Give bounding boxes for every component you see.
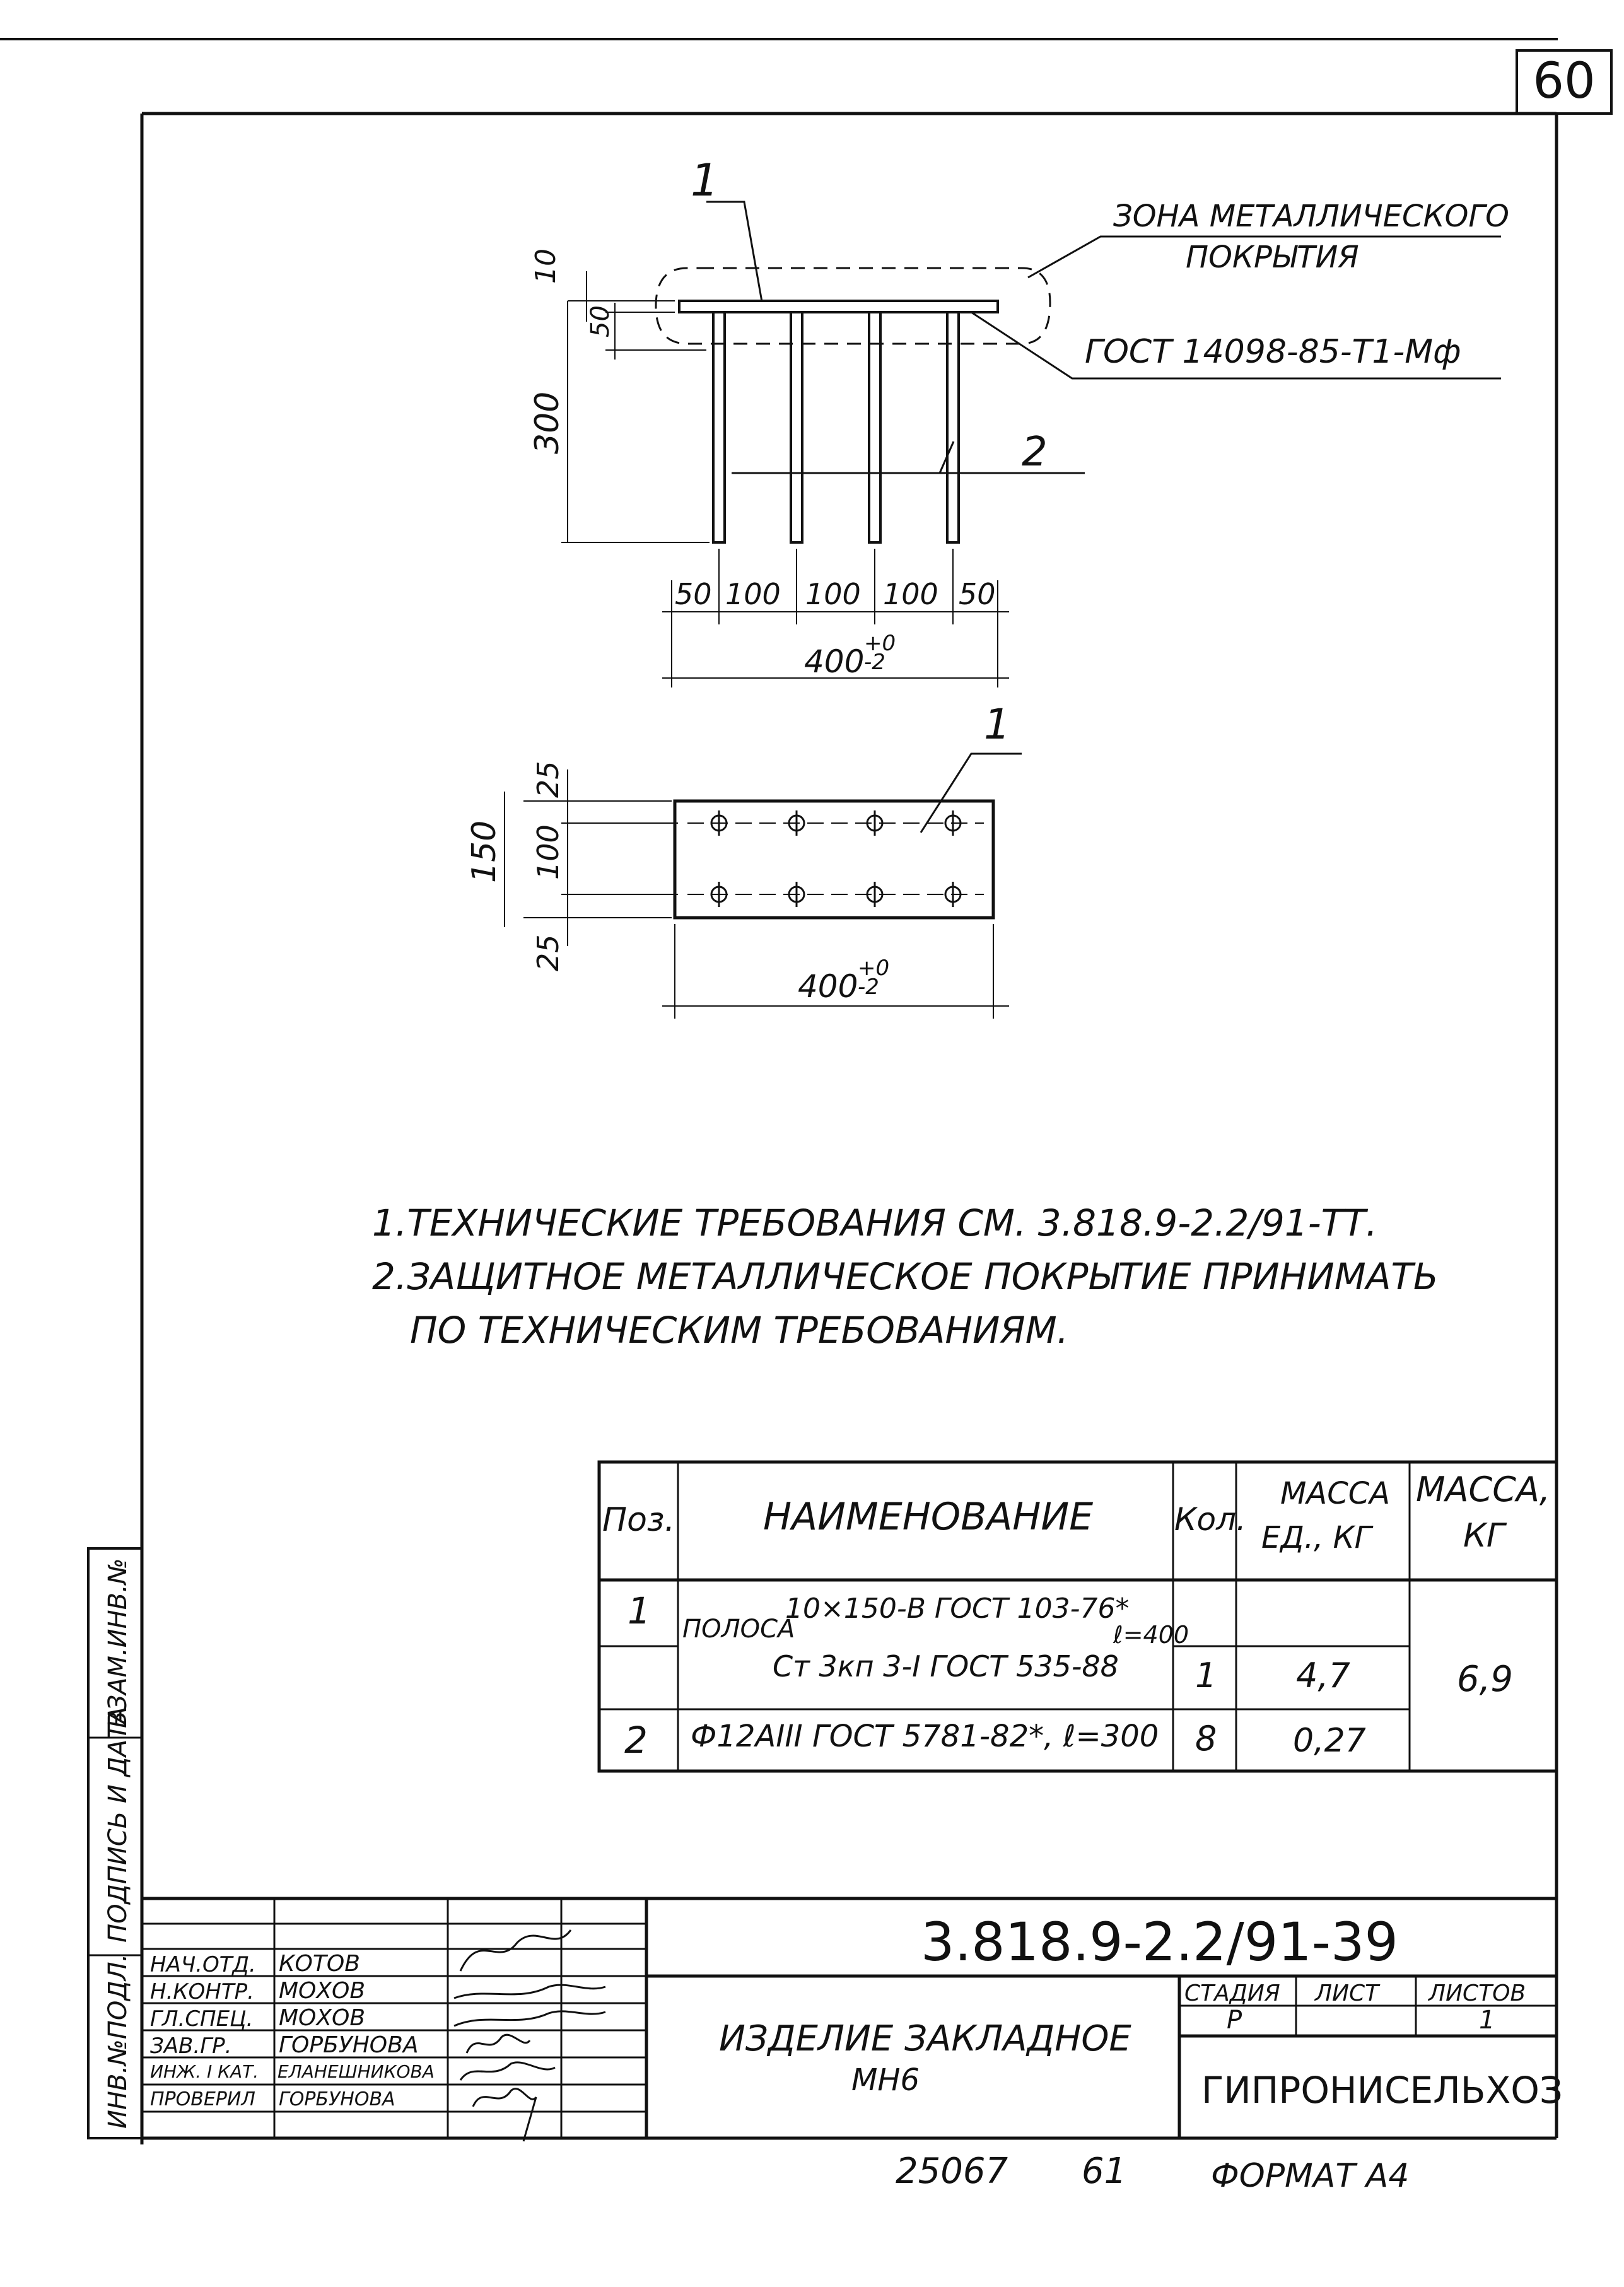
note-2: 2.ЗАЩИТНОЕ МЕТАЛЛИЧЕСКОЕ ПОКРЫТИЕ ПРИНИМ… — [372, 1255, 1439, 1298]
table-header-mass-2: КГ — [1463, 1517, 1505, 1555]
note-3: ПО ТЕХНИЧЕСКИМ ТРЕБОВАНИЯМ. — [410, 1309, 1069, 1352]
table-header-qty: Кол. — [1174, 1501, 1246, 1538]
coating-zone-label-line2: ПОКРЫТИЯ — [1186, 240, 1359, 275]
sheet-label: ЛИСТ — [1315, 1980, 1379, 2006]
organization-name: ГИПРОНИСЕЛЬХОЗ — [1201, 2069, 1563, 2112]
side-stamp-signature-date: ПОДПИСЬ И ДАТА — [103, 1707, 132, 1943]
sheets-label: ЛИСТОВ — [1428, 1980, 1526, 2006]
spacing-dim-1: 50 — [675, 577, 712, 611]
table-header-pos: Поз. — [602, 1501, 675, 1539]
format-label: ФОРМАТ А4 — [1211, 2157, 1410, 2195]
plan-dim-25-bottom: 25 — [531, 934, 565, 971]
coating-zone-label-line1: ЗОНА МЕТАЛЛИЧЕСКОГО — [1113, 199, 1509, 234]
anchor-bars — [712, 311, 960, 544]
sheet-number: 60 — [1533, 53, 1596, 110]
side-stamp-vzam-inv: ВЗАМ.ИНВ.№ — [103, 1559, 132, 1728]
plan-pos-1-label: 1 — [984, 700, 1010, 749]
person-name-2: МОХОВ — [279, 1978, 366, 2004]
stage-value: Р — [1227, 2006, 1242, 2035]
row1-name-prefix: ПОЛОСА — [682, 1615, 795, 1644]
row1-qty: 1 — [1195, 1656, 1217, 1695]
person-role-1: НАЧ.ОТД. — [150, 1952, 256, 1977]
person-name-1: КОТОВ — [279, 1951, 360, 1977]
plan-dim-100: 100 — [531, 824, 565, 880]
row2-pos: 2 — [624, 1719, 648, 1762]
row2-qty: 8 — [1195, 1719, 1217, 1758]
person-role-5: ИНЖ. I КАТ. — [150, 2061, 259, 2082]
bottom-number-right: 61 — [1082, 2151, 1127, 2192]
person-name-6: ГОРБУНОВА — [279, 2088, 395, 2110]
coating-zone-outline — [655, 267, 1051, 345]
front-overall-tol-minus: -2 — [864, 650, 885, 675]
spacing-dim-4: 100 — [883, 577, 938, 611]
row1-name-sup: 10×150-В ГОСТ 103-76* — [785, 1593, 1130, 1625]
person-role-4: ЗАВ.ГР. — [150, 2033, 232, 2059]
front-pos-2-label: 2 — [1022, 429, 1048, 476]
person-role-2: Н.КОНТР. — [150, 1979, 254, 2004]
table-header-name: НАИМЕНОВАНИЕ — [763, 1495, 1094, 1539]
note-1: 1.ТЕХНИЧЕСКИЕ ТРЕБОВАНИЯ СМ. 3.818.9-2.2… — [372, 1202, 1377, 1244]
bottom-number-left: 25067 — [896, 2151, 1008, 2192]
dim-10-label: 10 — [530, 249, 562, 284]
person-name-3: МОХОВ — [279, 2005, 366, 2031]
front-pos-1-label: 1 — [691, 155, 719, 206]
row1-name-length: ℓ=400 — [1113, 1621, 1189, 1649]
spacing-dim-2: 100 — [725, 577, 781, 611]
plate-plan — [673, 799, 995, 920]
title-line1: ИЗДЕЛИЕ ЗАКЛАДНОЕ — [719, 2018, 1131, 2059]
person-name-4: ГОРБУНОВА — [279, 2032, 419, 2058]
plan-dim-150: 150 — [465, 821, 503, 883]
row2-name: Ф12АIII ГОСТ 5781-82*, ℓ=300 — [691, 1719, 1159, 1754]
spacing-dim-3: 100 — [805, 577, 861, 611]
plate-front — [678, 300, 999, 313]
row1-name-line2: Ст 3кп 3-I ГОСТ 535-88 — [773, 1649, 1119, 1683]
spacing-dim-5: 50 — [959, 577, 996, 611]
plan-overall-dim: 400 — [798, 968, 858, 1005]
table-header-mass-1: МАССА, — [1416, 1470, 1551, 1509]
front-overall-tol-plus: +0 — [864, 631, 896, 656]
title-line2: МН6 — [851, 2062, 920, 2098]
dim-50-label: 50 — [586, 305, 615, 337]
row2-unit-mass: 0,27 — [1293, 1722, 1366, 1760]
plan-dim-25-top: 25 — [531, 761, 565, 798]
stage-label: СТАДИЯ — [1184, 1980, 1280, 2006]
row1-pos: 1 — [628, 1589, 651, 1632]
row1-unit-mass: 4,7 — [1296, 1656, 1350, 1695]
dim-300-label: 300 — [529, 392, 566, 454]
plan-overall-tol-plus: +0 — [858, 956, 890, 981]
table-header-unit-mass-1: МАССА — [1280, 1476, 1391, 1511]
bar-positions — [710, 810, 962, 907]
side-stamp-inv-podl: ИНВ.№ПОДЛ. — [103, 1954, 132, 2129]
signatures — [453, 1929, 606, 2142]
total-mass: 6,9 — [1457, 1659, 1514, 1700]
weld-standard-label: ГОСТ 14098-85-Т1-Мф — [1085, 333, 1461, 371]
front-overall-dim: 400 — [804, 643, 865, 680]
table-header-unit-mass-2: ЕД., КГ — [1261, 1520, 1372, 1555]
person-role-6: ПРОВЕРИЛ — [150, 2088, 255, 2110]
plan-overall-tol-minus: -2 — [858, 974, 879, 1000]
person-role-3: ГЛ.СПЕЦ. — [150, 2006, 254, 2032]
person-name-5: ЕЛАНЕШНИКОВА — [277, 2061, 435, 2082]
doc-code: 3.818.9-2.2/91-39 — [921, 1911, 1398, 1973]
sheets-value: 1 — [1479, 2006, 1495, 2035]
